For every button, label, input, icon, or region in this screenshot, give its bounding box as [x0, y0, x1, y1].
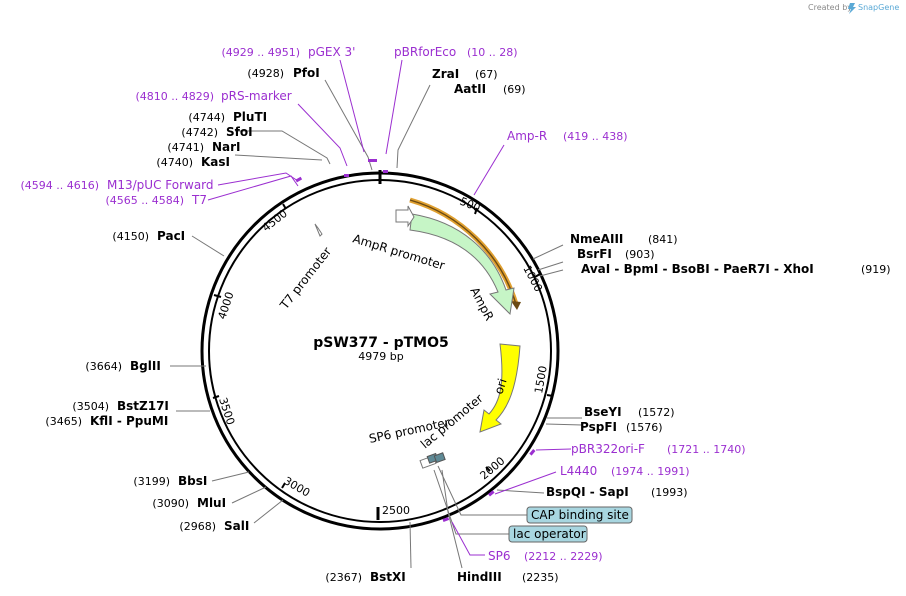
plasmid-size: 4979 bp	[358, 350, 403, 363]
primer-pgex3-range: (4929 .. 4951)	[221, 46, 300, 59]
enzyme-sfoi-name: SfoI	[226, 125, 253, 139]
enzyme-kasi-pos: (4740)	[156, 156, 193, 169]
enzyme-aatii-name: AatII	[454, 82, 486, 96]
plasmid-name: pSW377 - pTMO5	[313, 335, 448, 351]
enzyme-nari-pos: (4741)	[167, 141, 204, 154]
lac-operator-box	[508, 525, 588, 543]
cap-binding-site-box	[526, 506, 633, 524]
primer-m13-name: M13/pUC Forward	[107, 178, 214, 192]
primer-pbrforeco-range: (10 .. 28)	[467, 46, 518, 59]
enzyme-zrai-pos: (67)	[475, 68, 498, 81]
ampr-feature	[409, 213, 515, 316]
primer-pbr322ori-range: (1721 .. 1740)	[667, 443, 746, 456]
enzyme-aatii-pos: (69)	[503, 83, 526, 96]
primer-ampr-range: (419 .. 438)	[563, 130, 628, 143]
enzyme-pluti-name: PluTI	[233, 110, 267, 124]
enzyme-bstxi-pos: (2367)	[325, 571, 362, 584]
primer-t7-range: (4565 .. 4584)	[105, 194, 184, 207]
enzyme-bglii-pos: (3664)	[85, 360, 122, 373]
ampr-primer-arrowhead	[511, 301, 521, 310]
tick-label-3000: 3000	[282, 474, 313, 499]
enzyme-avai-group-name: AvaI - BpmI - BsoBI - PaeR7I - XhoI	[581, 262, 814, 276]
t7-promoter-feature	[314, 223, 323, 237]
enzyme-pspfi-name: PspFI	[580, 420, 617, 434]
cap-binding-site-label: CAP binding site	[531, 508, 629, 522]
ampr-primer-line	[409, 199, 517, 305]
enzyme-mlui-name: MluI	[197, 496, 226, 510]
enzyme-hindiii-name: HindIII	[457, 570, 502, 584]
tick-marks	[212, 203, 554, 520]
primer-ampr-name: Amp-R	[507, 129, 547, 143]
primer-pbr322ori-name: pBR322ori-F	[571, 442, 645, 456]
enzyme-paci-name: PacI	[157, 229, 185, 243]
primer-t7-name: T7	[191, 193, 207, 207]
ori-feature	[479, 343, 521, 433]
ampr-promoter-label: AmpR promoter	[351, 231, 446, 272]
tick-label-1500: 1500	[532, 365, 550, 395]
primer-site-marks	[295, 159, 536, 522]
enzyme-paci-pos: (4150)	[112, 230, 149, 243]
primer-sp6-range: (2212 .. 2229)	[524, 550, 603, 563]
enzyme-sali-pos: (2968)	[179, 520, 216, 533]
enzyme-bstz17i-pos: (3504)	[72, 400, 109, 413]
enzyme-bglii-name: BglII	[130, 359, 161, 373]
enzyme-connectors	[170, 79, 583, 569]
enzyme-pfoi-name: PfoI	[293, 66, 320, 80]
primer-connectors	[207, 59, 572, 556]
primer-l4440-range: (1974 .. 1991)	[611, 465, 690, 478]
enzyme-bsrfi-name: BsrFI	[577, 247, 612, 261]
enzyme-nmeaiii-name: NmeAIII	[570, 232, 623, 246]
lac-operator-label: lac operator	[513, 527, 586, 541]
enzyme-avai-group-pos: (919)	[861, 263, 891, 276]
ori-label: ori	[492, 377, 510, 396]
tick-label-2500: 2500	[382, 504, 410, 517]
t7-promoter-label: T7 promoter	[277, 244, 335, 312]
enzyme-bspqi-group-pos: (1993)	[651, 486, 688, 499]
enzyme-bstz17i-name: BstZ17I	[117, 399, 169, 413]
enzyme-bsrfi-pos: (903)	[625, 248, 655, 261]
primer-pbrforeco-name: pBRforEco	[394, 45, 456, 59]
primer-m13-range: (4594 .. 4616)	[20, 179, 99, 192]
enzyme-mlui-pos: (3090)	[152, 497, 189, 510]
primer-prs-marker-name: pRS-marker	[221, 89, 292, 103]
enzyme-pspfi-pos: (1576)	[626, 421, 663, 434]
enzyme-hindiii-pos: (2235)	[522, 571, 559, 584]
enzyme-bstxi-name: BstXI	[370, 570, 406, 584]
tick-label-4500: 4500	[260, 207, 290, 234]
primer-pgex3-name: pGEX 3'	[308, 45, 355, 59]
enzyme-bseyi-pos: (1572)	[638, 406, 675, 419]
primer-prs-marker-range: (4810 .. 4829)	[135, 90, 214, 103]
enzyme-nmeaiii-pos: (841)	[648, 233, 678, 246]
enzyme-kasi-name: KasI	[201, 155, 230, 169]
enzyme-bspqi-group-name: BspQI - SapI	[546, 485, 629, 499]
credit-prefix: Created by	[808, 3, 852, 12]
enzyme-bbsi-name: BbsI	[178, 474, 207, 488]
enzyme-pluti-pos: (4744)	[188, 111, 225, 124]
ampr-label: AmpR	[467, 285, 496, 323]
credit-brand: SnapGene	[858, 3, 899, 12]
enzyme-sali-name: SalI	[224, 519, 249, 533]
enzyme-sfoi-pos: (4742)	[181, 126, 218, 139]
ampr-promoter-feature	[395, 205, 415, 228]
primer-sp6-name: SP6	[488, 549, 511, 563]
enzyme-kfli-group-pos: (3465)	[45, 415, 82, 428]
enzyme-bseyi-name: BseYI	[584, 405, 622, 419]
enzyme-nari-name: NarI	[212, 140, 241, 154]
enzyme-bbsi-pos: (3199)	[133, 475, 170, 488]
primer-l4440-name: L4440	[560, 464, 597, 478]
enzyme-kfli-group-name: KflI - PpuMI	[90, 414, 168, 428]
enzyme-zrai-name: ZraI	[432, 67, 459, 81]
enzyme-pfoi-pos: (4928)	[247, 67, 284, 80]
snapgene-logo-icon	[848, 3, 856, 14]
lac-region-features	[419, 452, 446, 469]
